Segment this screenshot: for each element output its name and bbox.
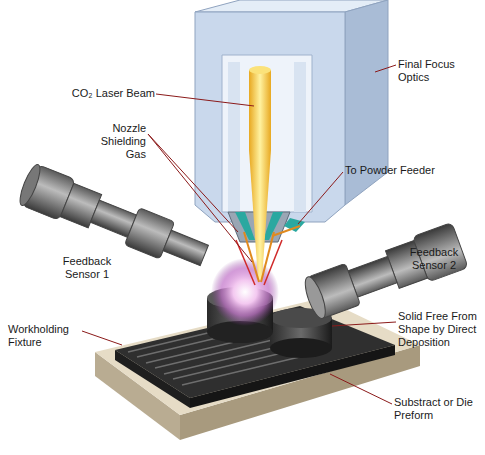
part-label: CO₂ Laser Beam bbox=[60, 87, 155, 100]
powder-stream bbox=[244, 226, 300, 282]
focus-optics-housing bbox=[195, 0, 388, 222]
part-label: Substract or Die Preform bbox=[394, 396, 482, 422]
part-label: Feedback Sensor 2 bbox=[398, 246, 470, 272]
laser-beam bbox=[249, 66, 271, 280]
feedback-sensor bbox=[301, 222, 469, 322]
leader-line bbox=[82, 65, 396, 404]
shielding-gas bbox=[236, 240, 282, 285]
part-label: Final Focus Optics bbox=[398, 58, 483, 84]
nozzle bbox=[228, 212, 305, 242]
part-label: To Powder Feeder bbox=[345, 164, 465, 177]
feedback-sensor bbox=[16, 162, 212, 275]
part-label: Workholding Fixture bbox=[8, 323, 82, 349]
melt-pool-glow bbox=[211, 258, 279, 326]
part-label: Feedback Sensor 1 bbox=[52, 255, 122, 281]
part-label: Nozzle Shielding Gas bbox=[82, 122, 146, 161]
part-label: Solid Free From Shape by Direct Depositi… bbox=[398, 310, 482, 349]
